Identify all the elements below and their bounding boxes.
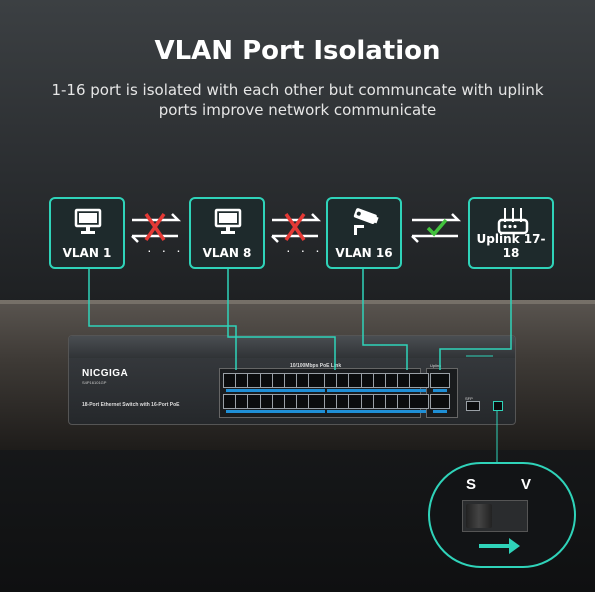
separator-dots: · · · <box>147 242 184 258</box>
group-label: VLAN 1 <box>62 246 112 260</box>
port-led <box>339 389 353 392</box>
port-led <box>351 389 365 392</box>
sfp-port <box>466 401 480 411</box>
port-led <box>299 389 313 392</box>
table-edge <box>0 300 595 304</box>
link-vlan-8 <box>227 268 336 370</box>
port-led <box>287 389 301 392</box>
port-led <box>412 410 426 413</box>
page-subtitle: 1-16 port is isolated with each other bu… <box>51 81 544 119</box>
group-vlan-1: VLAN 1 <box>49 197 125 269</box>
blocked-arrow <box>131 213 182 243</box>
port-led <box>376 410 390 413</box>
port-led <box>226 410 240 413</box>
port-led <box>250 389 264 392</box>
group-label: VLAN 16 <box>335 246 393 260</box>
port-led <box>433 389 447 392</box>
group-label: VLAN 8 <box>202 246 252 260</box>
poe-port <box>409 373 429 388</box>
port-led <box>275 410 289 413</box>
dip-label-s: S <box>466 476 477 493</box>
group-vlan-8: VLAN 8 <box>189 197 265 269</box>
group-label: Uplink 17-18 <box>476 232 546 260</box>
separator-dots: · · · <box>286 242 323 258</box>
direction-arrow-icon <box>479 538 520 554</box>
router-icon <box>497 208 529 235</box>
uplink-ports-label: Uplink <box>430 363 442 368</box>
dip-slider-knob <box>466 504 492 528</box>
allowed-arrow <box>411 213 462 243</box>
port-led <box>275 389 289 392</box>
port-led <box>311 410 325 413</box>
port-led <box>263 410 277 413</box>
check-icon <box>426 218 448 237</box>
dip-switch <box>493 401 503 411</box>
port-led <box>364 410 378 413</box>
port-led <box>238 410 252 413</box>
port-led <box>263 389 277 392</box>
port-led <box>339 410 353 413</box>
uplink-port <box>430 373 450 388</box>
group-vlan-16: VLAN 16 <box>326 197 402 269</box>
port-led <box>311 389 325 392</box>
blocked-x-icon <box>144 213 166 241</box>
port-led <box>226 389 240 392</box>
monitor-icon <box>74 208 102 234</box>
sfp-port-label: SFP <box>465 396 473 401</box>
poe-port <box>409 394 429 409</box>
port-led <box>433 410 447 413</box>
page-title: VLAN Port Isolation <box>154 36 441 66</box>
link-uplink <box>439 268 512 370</box>
blocked-x-icon <box>284 213 306 241</box>
model-label: S4P16101GP <box>82 380 107 385</box>
switch-description: 18-Port Ethernet Switch with 16-Port PoE <box>82 402 180 408</box>
port-led <box>238 389 252 392</box>
port-led <box>400 410 414 413</box>
port-led <box>351 410 365 413</box>
port-led <box>376 389 390 392</box>
port-speed-label: 10/100Mbps PoE Link <box>290 363 342 369</box>
link-vlan-16 <box>362 268 408 370</box>
link-vlan-1 <box>88 268 237 370</box>
port-led <box>364 389 378 392</box>
port-led <box>287 410 301 413</box>
port-led <box>327 410 341 413</box>
port-led <box>388 410 402 413</box>
port-led <box>412 389 426 392</box>
uplink-port <box>430 394 450 409</box>
port-led <box>388 389 402 392</box>
cctv-camera-icon <box>353 208 379 235</box>
port-led <box>299 410 313 413</box>
port-led <box>250 410 264 413</box>
dip-label-v: V <box>521 476 532 493</box>
blocked-arrow <box>271 213 322 243</box>
port-led <box>327 389 341 392</box>
group-uplink: Uplink 17-18 <box>468 197 554 269</box>
port-led <box>400 389 414 392</box>
brand-label: NICGIGA <box>82 368 129 379</box>
switch-top-panel <box>69 336 515 358</box>
monitor-icon <box>214 208 242 234</box>
